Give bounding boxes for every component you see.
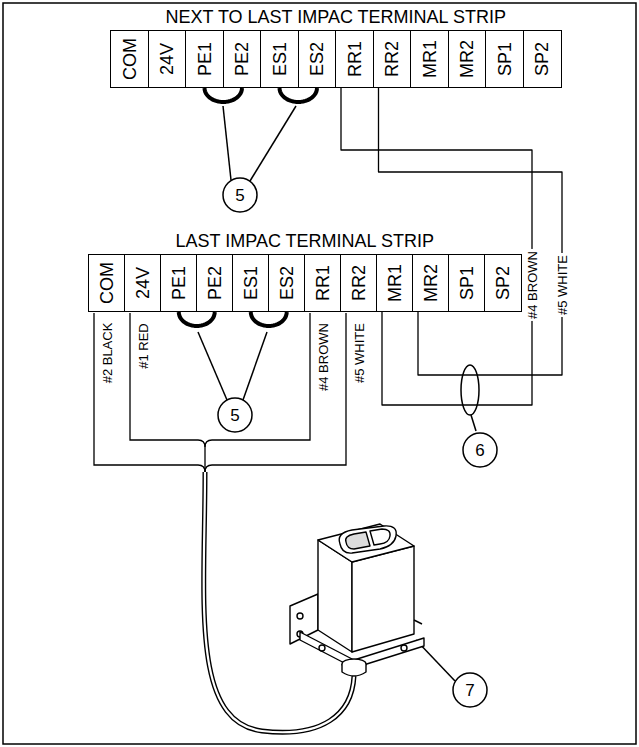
terminal-label: 24V — [158, 43, 176, 75]
terminal: 24V — [148, 30, 187, 88]
terminal-label: PE2 — [233, 42, 251, 76]
switch-box — [290, 524, 424, 676]
terminal-label: 24V — [134, 267, 152, 299]
terminal: PE1 — [185, 30, 224, 88]
terminal-label: PE1 — [196, 42, 214, 76]
terminal: PE2 — [223, 30, 262, 88]
terminal-label: SP2 — [533, 42, 551, 76]
terminal: RR2 — [373, 30, 412, 88]
terminal: ES1 — [232, 254, 270, 312]
terminal-strip: NEXT TO LAST IMPAC TERMINAL STRIPCOM24VP… — [110, 30, 562, 88]
terminal-label: SP1 — [458, 266, 476, 300]
terminal-label: PE2 — [206, 266, 224, 300]
terminal: MR1 — [376, 254, 414, 312]
wire-color-label: #5 WHITE — [554, 253, 571, 317]
wire-color-label: #5 WHITE — [353, 321, 366, 385]
terminal: MR1 — [410, 30, 449, 88]
jumper-wire — [205, 88, 243, 102]
terminal-label: MR1 — [421, 40, 439, 78]
terminal-label: RR2 — [350, 265, 368, 301]
terminal-label: ES1 — [242, 266, 260, 300]
terminal-label: ES2 — [308, 42, 326, 76]
terminal-label: SP1 — [496, 42, 514, 76]
terminal-label: RR2 — [383, 41, 401, 77]
terminal: MR2 — [448, 30, 487, 88]
wire-color-label: #1 RED — [137, 321, 150, 371]
strip-title: NEXT TO LAST IMPAC TERMINAL STRIP — [166, 7, 506, 27]
strip-title: LAST IMPAC TERMINAL STRIP — [176, 231, 434, 251]
terminal: COM — [88, 254, 126, 312]
callout-5-upper — [223, 106, 296, 212]
terminal-label: RR1 — [314, 265, 332, 301]
switch-wires — [94, 313, 346, 472]
callout-7 — [416, 640, 487, 707]
terminal: SP1 — [448, 254, 486, 312]
terminal-label: RR1 — [346, 41, 364, 77]
terminal-label: COM — [98, 262, 116, 304]
terminal: RR2 — [340, 254, 378, 312]
terminal: RR1 — [335, 30, 374, 88]
terminal: RR1 — [304, 254, 342, 312]
jumper-wire — [179, 312, 215, 326]
terminal: ES2 — [268, 254, 306, 312]
wire-color-label: #4 BROWN — [317, 321, 330, 393]
callout-number: 6 — [475, 442, 484, 459]
terminal: ES2 — [298, 30, 337, 88]
terminal-strip: LAST IMPAC TERMINAL STRIPCOM24VPE1PE2ES1… — [88, 254, 522, 312]
terminal-label: MR2 — [422, 264, 440, 302]
terminal: SP2 — [484, 254, 522, 312]
terminal-label: PE1 — [170, 266, 188, 300]
callout-5-lower — [198, 332, 267, 432]
terminal: PE1 — [160, 254, 198, 312]
jumper-wire — [280, 88, 318, 102]
terminal: SP2 — [523, 30, 562, 88]
terminal: PE2 — [196, 254, 234, 312]
terminal: SP1 — [485, 30, 524, 88]
terminal: ES1 — [260, 30, 299, 88]
callout-number: 7 — [465, 682, 474, 699]
wire-color-label: #4 BROWN — [524, 249, 541, 321]
wire-color-label: #2 BLACK — [101, 321, 114, 386]
callout-number: 5 — [230, 407, 239, 424]
terminal-label: MR1 — [386, 264, 404, 302]
terminal-label: ES2 — [278, 266, 296, 300]
terminal: MR2 — [412, 254, 450, 312]
callout-6 — [461, 365, 497, 467]
cable — [204, 472, 354, 732]
cable-core — [204, 472, 354, 732]
terminal-label: ES1 — [271, 42, 289, 76]
callout-number: 5 — [235, 187, 244, 204]
terminal: 24V — [124, 254, 162, 312]
terminal: COM — [110, 30, 149, 88]
jumper-wire — [251, 312, 287, 326]
terminal-label: COM — [121, 38, 139, 80]
terminal-label: SP2 — [494, 266, 512, 300]
terminal-label: MR2 — [458, 40, 476, 78]
frame — [3, 3, 636, 744]
